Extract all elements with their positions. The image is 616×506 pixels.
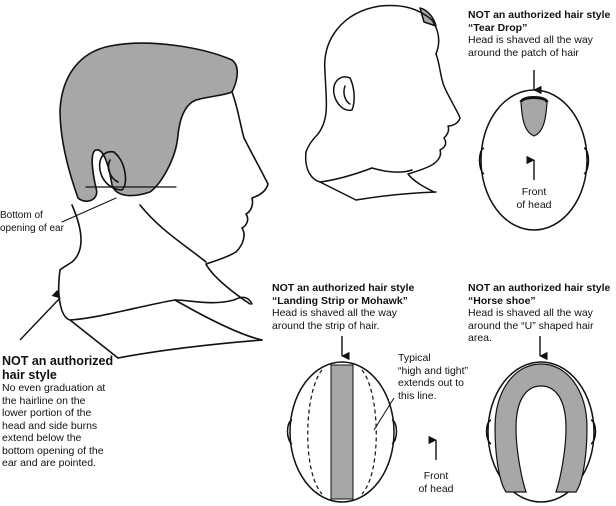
ear-right-mohawk [391, 419, 398, 445]
head-outline-horseshoe [487, 361, 595, 503]
teardrop-caption: NOT an authorized hair style “Tear Drop”… [468, 9, 611, 59]
ear-large [98, 150, 127, 191]
collar-small [304, 151, 373, 183]
hair-large [59, 42, 239, 202]
main-note-body: No even graduation at the hairline on th… [2, 382, 106, 469]
collar-large [57, 269, 176, 321]
ear-right-horseshoe [590, 419, 597, 445]
face-profile-large [205, 91, 269, 305]
horseshoe-caption: NOT an authorized hair style “Horse shoe… [468, 282, 611, 344]
high-tight-line-left [307, 369, 323, 495]
top-view-horseshoe [485, 361, 597, 503]
neck-back-large [59, 204, 82, 271]
hair-u-horseshoe [494, 363, 588, 493]
main-note: NOT an authorized hair style No even gra… [2, 354, 172, 470]
head-outline-mohawk [289, 361, 395, 503]
high-tight-line-right [361, 369, 377, 495]
mohawk-front-label: Front of head [418, 470, 454, 495]
hair-strip-mohawk [330, 364, 354, 500]
pointer-high-tight [373, 397, 395, 431]
mohawk-caption: NOT an authorized hair style “Landing St… [272, 282, 415, 332]
arrow-collar [19, 289, 61, 341]
skull-small [323, 4, 440, 73]
profile-head-small [304, 4, 461, 201]
high-tight-note: Typical “high and tight” extends out to … [398, 352, 469, 402]
teardrop-front-label: Front of head [516, 186, 552, 211]
face-profile-small [407, 53, 461, 193]
main-note-title: NOT an authorized hair style [2, 354, 114, 382]
bottom-of-ear-label: Bottom of opening of ear [0, 210, 64, 234]
top-view-mohawk [286, 361, 398, 503]
ear-right-teardrop [583, 147, 590, 175]
ear-left-horseshoe [485, 419, 492, 445]
hair-patch-teardrop [520, 96, 548, 137]
ear-left-mohawk [286, 419, 293, 445]
profile-head-large [57, 42, 269, 359]
ear-left-teardrop [478, 147, 485, 175]
ear-small [332, 76, 355, 112]
